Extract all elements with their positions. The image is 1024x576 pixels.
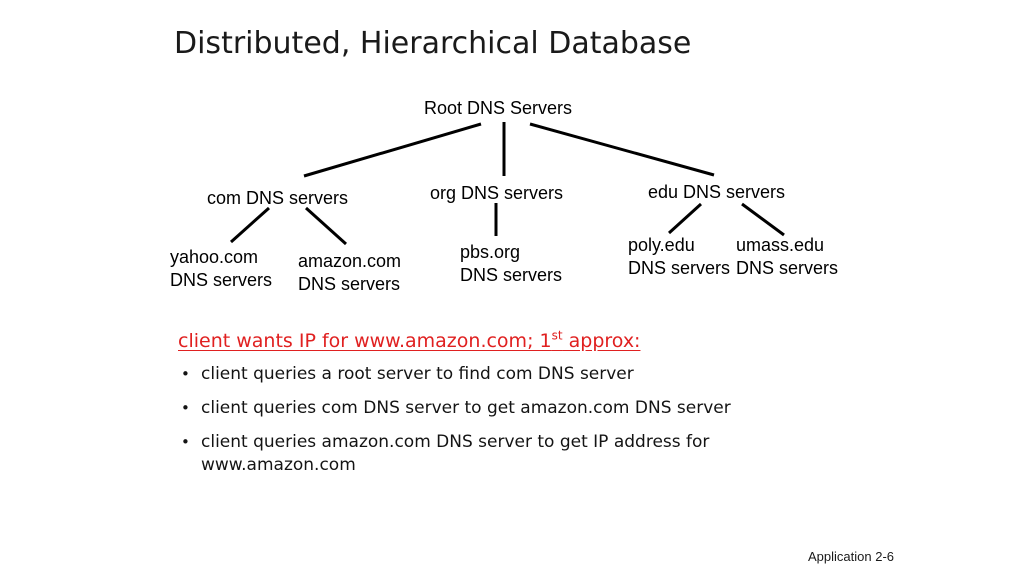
tree-node-com: com DNS servers <box>207 188 349 208</box>
tree-node-poly-edu: poly.edu DNS servers <box>628 234 730 280</box>
tree-node-edu: edu DNS servers <box>648 182 786 202</box>
tree-node-amazon-com-line2: DNS servers <box>298 274 401 294</box>
tree-node-poly-edu-line1: poly.edu <box>628 235 695 255</box>
tree-node-pbs-org: pbs.org DNS servers <box>460 241 562 287</box>
page-title: Distributed, Hierarchical Database <box>174 26 692 61</box>
tree-node-pbs-org-line2: DNS servers <box>460 265 563 285</box>
tree-node-umass-edu-line1: umass.edu <box>736 235 825 255</box>
body-content: client wants IP for www.amazon.com; 1st … <box>178 328 868 488</box>
tree-node-poly-edu-line2: DNS servers <box>628 258 731 278</box>
lead-statement-after: approx: <box>562 330 641 352</box>
bullet-dot-icon: • <box>181 365 190 383</box>
slide-footer: Application 2-6 <box>808 549 894 564</box>
tree-node-yahoo-com: yahoo.com DNS servers <box>170 246 272 292</box>
list-item: • client queries amazon.com DNS server t… <box>178 431 761 477</box>
bullet-list: • client queries a root server to find c… <box>178 363 868 477</box>
tree-node-amazon-com: amazon.com DNS servers <box>298 250 401 296</box>
bullet-dot-icon: • <box>181 433 190 451</box>
tree-node-yahoo-com-line2: DNS servers <box>170 270 273 290</box>
list-item-text: client queries amazon.com DNS server to … <box>201 432 710 475</box>
tree-node-yahoo-com-line1: yahoo.com <box>170 247 259 267</box>
lead-statement-before: client wants IP for www.amazon.com; 1 <box>178 330 552 352</box>
list-item-text: client queries com DNS server to get ama… <box>201 398 731 418</box>
list-item: • client queries a root server to find c… <box>178 363 761 386</box>
tree-node-root: Root DNS Servers <box>424 98 573 118</box>
lead-statement: client wants IP for www.amazon.com; 1st … <box>178 328 868 354</box>
tree-node-amazon-com-line1: amazon.com <box>298 251 402 271</box>
dns-hierarchy-diagram: Root DNS Servers com DNS servers org DNS… <box>170 98 838 296</box>
tree-node-org: org DNS servers <box>430 183 564 203</box>
tree-node-pbs-org-line1: pbs.org <box>460 242 521 262</box>
tree-node-umass-edu: umass.edu DNS servers <box>736 234 838 280</box>
tree-connector-lines <box>229 122 785 246</box>
lead-statement-ordinal-suffix: st <box>551 328 563 343</box>
list-item: • client queries com DNS server to get a… <box>178 397 761 420</box>
tree-node-umass-edu-line2: DNS servers <box>736 258 839 278</box>
bullet-dot-icon: • <box>181 399 190 417</box>
list-item-text: client queries a root server to find com… <box>201 364 634 384</box>
